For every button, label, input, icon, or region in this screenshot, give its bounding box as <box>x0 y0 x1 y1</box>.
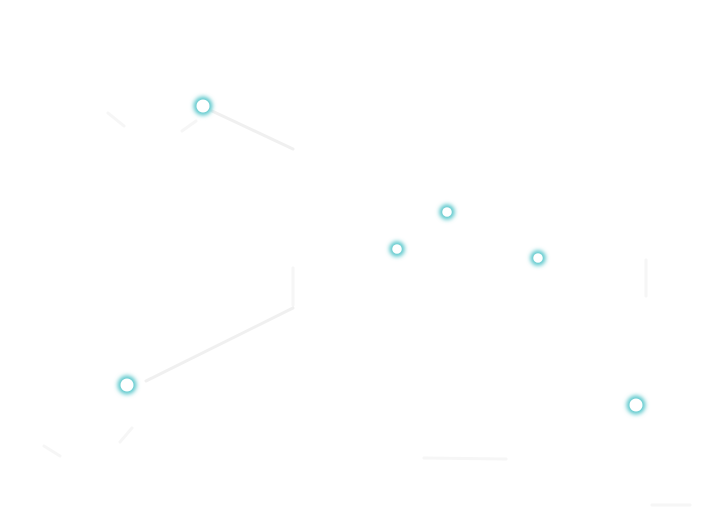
connector-line <box>144 306 295 383</box>
node-dot-icon <box>193 96 213 116</box>
connector-lines <box>42 109 692 507</box>
node-center <box>392 244 402 254</box>
node-center <box>442 207 452 217</box>
node-center <box>196 99 210 113</box>
nodes <box>117 96 646 415</box>
connector-line <box>42 444 62 458</box>
node-center <box>533 253 543 263</box>
node-dot-icon <box>439 204 455 220</box>
node-center <box>629 398 643 412</box>
node-dot-icon <box>530 250 546 266</box>
connector-line <box>118 426 134 444</box>
connector-line <box>422 456 508 461</box>
node-dot-icon <box>389 241 405 257</box>
connector-line <box>180 119 198 133</box>
node-dot-icon <box>117 375 137 395</box>
connector-line <box>210 109 295 151</box>
node-dot-icon <box>626 395 646 415</box>
node-center <box>120 378 134 392</box>
connector-line <box>106 111 126 128</box>
